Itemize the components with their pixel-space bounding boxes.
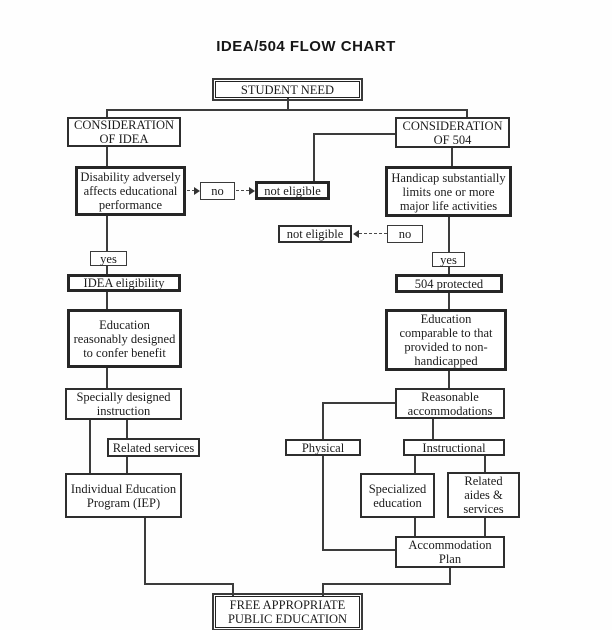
- edge-instruction-to-iep: [89, 420, 91, 473]
- node-label: Instructional: [422, 440, 486, 455]
- node-no-504-branch: no: [387, 225, 423, 243]
- node-label: Handicap substantially limits one or mor…: [391, 170, 506, 213]
- node-label: IDEA eligibility: [83, 276, 165, 290]
- arrowhead-right-icon: [194, 187, 200, 195]
- arrowhead-right-icon: [249, 187, 255, 195]
- node-label: Physical: [301, 440, 345, 455]
- node-disability-affects-performance: Disability adversely affects educational…: [75, 166, 186, 216]
- node-label: not eligible: [264, 183, 321, 198]
- edge-iep-to-fape: [232, 583, 234, 596]
- node-label: Disability adversely affects educational…: [80, 170, 181, 212]
- dashed-no-to-noteligible: [236, 190, 249, 191]
- node-label: Accommodation Plan: [408, 538, 492, 566]
- dashed-no-to-noteligible-504: [359, 233, 387, 234]
- edge-instructional-to-specialized: [414, 456, 416, 473]
- node-not-eligible-idea: not eligible: [255, 181, 330, 200]
- node-related-aides-services: Related aides & services: [447, 472, 520, 518]
- node-label: STUDENT NEED: [240, 82, 335, 97]
- node-related-services: Related services: [107, 438, 200, 457]
- edge-accommodations-to-physical-h: [322, 402, 395, 404]
- node-label: Reasonable accommodations: [407, 389, 493, 418]
- node-student-need: STUDENT NEED: [212, 78, 363, 101]
- node-label: no: [398, 227, 412, 241]
- edge-instruction-to-relatedservices: [126, 420, 128, 438]
- edge-idea-to-disability: [106, 147, 108, 166]
- node-label: Education reasonably designed to confer …: [73, 317, 176, 360]
- node-label: Individual Education Program (IEP): [70, 481, 177, 510]
- edge-physical-to-plan: [322, 549, 395, 551]
- node-idea-eligibility: IDEA eligibility: [67, 274, 181, 292]
- node-consideration-of-504: CONSIDERATION OF 504: [395, 117, 510, 148]
- node-label: CONSIDERATION OF 504: [402, 118, 503, 147]
- edge-top-distribution: [106, 109, 468, 111]
- edge-accommodations-to-physical-v: [322, 402, 324, 439]
- edge-relatedservices-to-iep: [126, 457, 128, 473]
- edge-specialized-to-plan: [414, 518, 416, 536]
- edge-to-consideration-504: [466, 109, 468, 117]
- node-label: no: [211, 184, 224, 198]
- node-reasonable-accommodations: Reasonable accommodations: [395, 388, 505, 419]
- edge-instructional-to-aides: [484, 456, 486, 472]
- node-label: Education comparable to that provided to…: [399, 312, 493, 368]
- node-label: Specially designed instruction: [76, 390, 171, 418]
- node-education-comparable: Education comparable to that provided to…: [385, 309, 507, 371]
- edge-education-to-accommodations: [448, 371, 450, 388]
- node-specially-designed-instruction: Specially designed instruction: [65, 388, 182, 420]
- edge-studentneed-stem: [287, 98, 289, 110]
- node-label: FREE APPROPRIATE PUBLIC EDUCATION: [227, 598, 348, 626]
- node-label: yes: [440, 252, 457, 267]
- edge-education-to-instruction: [106, 368, 108, 388]
- node-specialized-education: Specialized education: [360, 473, 435, 518]
- node-education-reasonably-designed: Education reasonably designed to confer …: [67, 309, 182, 368]
- edge-eligibility-to-education: [106, 292, 108, 309]
- node-yes-idea-branch: yes: [90, 251, 127, 266]
- node-physical: Physical: [285, 439, 361, 456]
- node-no-idea-branch: no: [200, 182, 235, 200]
- edge-noteligible-to-504: [313, 133, 395, 135]
- edge-accommodations-to-instructional: [432, 419, 434, 439]
- edge-disability-to-yes: [106, 216, 108, 251]
- node-iep: Individual Education Program (IEP): [65, 473, 182, 518]
- node-label: yes: [100, 251, 117, 266]
- node-label: Related services: [112, 440, 195, 455]
- edge-protected-to-education: [448, 293, 450, 309]
- edge-plan-across: [322, 583, 451, 585]
- edge-physical-down: [322, 456, 324, 551]
- edge-plan-to-fape: [322, 583, 324, 596]
- edge-to-consideration-idea: [106, 109, 108, 117]
- chart-title: IDEA/504 FLOW CHART: [216, 38, 396, 55]
- node-not-eligible-504: not eligible: [278, 225, 352, 243]
- dashed-disability-to-no: [187, 190, 195, 191]
- node-consideration-of-idea: CONSIDERATION OF IDEA: [67, 117, 181, 147]
- edge-handicap-to-yes: [448, 217, 450, 252]
- node-label: Related aides & services: [463, 474, 504, 516]
- edge-504-to-handicap: [451, 148, 453, 166]
- edge-yes-to-504-protected: [448, 267, 450, 274]
- node-yes-504-branch: yes: [432, 252, 465, 267]
- edge-yes-to-idea-eligibility: [106, 266, 108, 274]
- node-label: CONSIDERATION OF IDEA: [74, 118, 174, 146]
- arrowhead-left-icon: [353, 230, 359, 238]
- node-instructional: Instructional: [403, 439, 505, 456]
- edge-iep-down: [144, 518, 146, 585]
- node-free-appropriate-public-education: FREE APPROPRIATE PUBLIC EDUCATION: [212, 593, 363, 630]
- node-label: 504 protected: [414, 276, 484, 291]
- node-label: not eligible: [286, 227, 344, 241]
- node-accommodation-plan: Accommodation Plan: [395, 536, 505, 568]
- edge-iep-across: [144, 583, 234, 585]
- node-504-protected: 504 protected: [395, 274, 503, 293]
- edge-plan-down: [449, 568, 451, 585]
- node-label: Specialized education: [368, 481, 427, 510]
- edge-aides-to-plan: [484, 518, 486, 536]
- node-handicap-limits-activities: Handicap substantially limits one or mor…: [385, 166, 512, 217]
- edge-noteligible-up: [313, 133, 315, 181]
